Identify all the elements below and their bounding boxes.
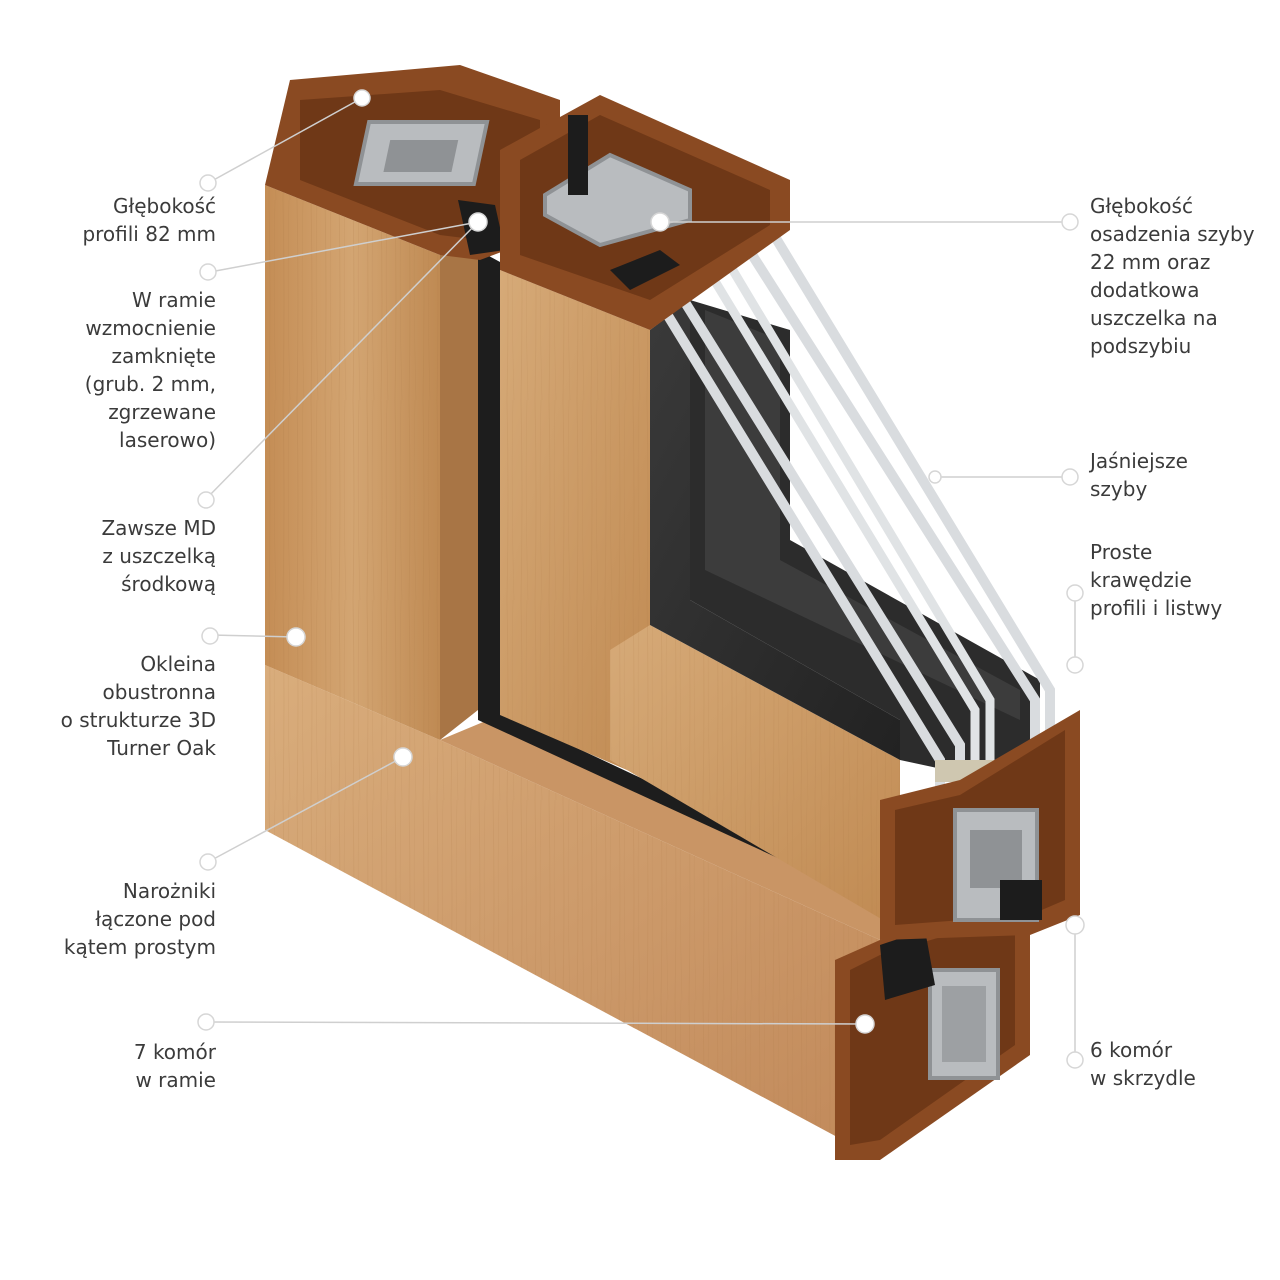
label-reinforcement: W ramie wzmocnienie zamknięte (grub. 2 m… (84, 288, 216, 452)
frame-cross-section-bottom (835, 900, 1030, 1160)
dot-glass-depth (1061, 213, 1079, 231)
dot-edges-target (1066, 656, 1084, 674)
dot-corners-target (393, 747, 413, 767)
sash-cross-section-bottom (880, 710, 1080, 940)
leader-depth-82 (209, 97, 363, 183)
leader-reinforcement (209, 221, 479, 273)
dot-md-seal (197, 491, 215, 509)
label-corners: Narożniki łączone pod kątem prostym (63, 879, 216, 959)
dot-frame-chambers-target (855, 1014, 875, 1034)
leader-veneer (209, 634, 297, 638)
label-sash-chambers: 6 komór w skrzydle (1090, 1038, 1196, 1090)
frame-left-post (265, 185, 478, 740)
dot-veneer (201, 627, 219, 645)
dot-reinforcement-target (468, 212, 488, 232)
label-frame-chambers: 7 komór w ramie (133, 1040, 216, 1092)
leader-lines (204, 97, 1076, 1060)
leader-md-seal (204, 221, 479, 501)
dot-edges (1066, 584, 1084, 602)
label-md-seal: Zawsze MD z uszczelką środkową (101, 516, 216, 596)
dot-sash-chambers-target (1065, 915, 1085, 935)
dot-reinforcement (199, 263, 217, 281)
frame-bottom-rail (265, 665, 880, 1160)
frame-cross-section-top (265, 65, 560, 260)
dot-veneer-target (286, 627, 306, 647)
leader-frame-chambers (205, 1021, 866, 1025)
dot-glass-depth-target (650, 212, 670, 232)
leader-corners (207, 756, 404, 863)
dot-depth-82-b (199, 174, 217, 192)
label-veneer: Okleina obustronna o strukturze 3D Turne… (60, 652, 216, 760)
label-edges: Proste krawędzie profili i listwy (1090, 540, 1223, 620)
sash-horizontal (610, 625, 900, 930)
sash-cross-section-top (500, 95, 790, 330)
dot-glass-target (928, 470, 942, 484)
dot-frame-chambers (197, 1013, 215, 1031)
dot-corners (199, 853, 217, 871)
dot-glass (1061, 468, 1079, 486)
label-glass: Jaśniejsze szyby (1090, 449, 1188, 501)
callout-dots (197, 89, 1085, 1069)
dot-sash-chambers (1066, 1051, 1084, 1069)
dot-depth-82-a (353, 89, 371, 107)
label-glass-depth: Głębokość osadzenia szyby 22 mm oraz dod… (1090, 194, 1255, 358)
label-depth-82: Głębokość profili 82 mm (82, 194, 216, 246)
